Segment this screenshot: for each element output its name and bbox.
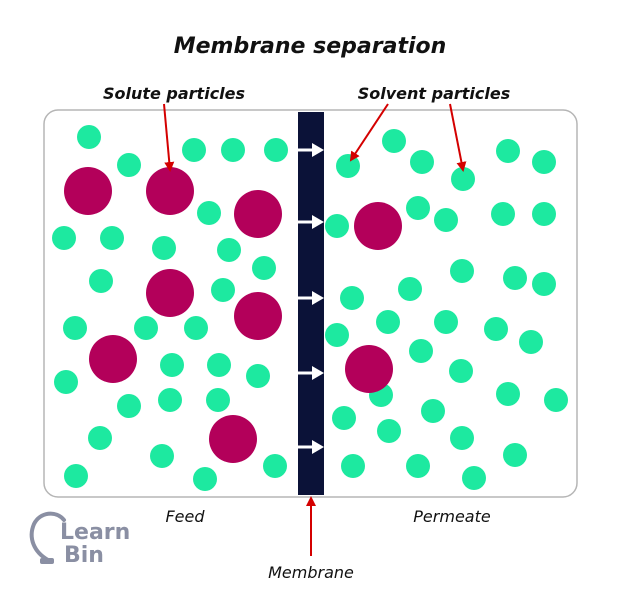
solvent-particle bbox=[336, 154, 360, 178]
solvent-particle bbox=[376, 310, 400, 334]
solvent-particle bbox=[332, 406, 356, 430]
solute-particle bbox=[64, 167, 112, 215]
solute-particle bbox=[345, 345, 393, 393]
logo-line2: Bin bbox=[64, 543, 104, 568]
lightbulb-icon bbox=[29, 511, 66, 562]
solvent-particle bbox=[377, 419, 401, 443]
solvent-particle bbox=[532, 150, 556, 174]
flow-arrows-group bbox=[296, 143, 324, 454]
solvent-particle bbox=[88, 426, 112, 450]
solvent-particle bbox=[134, 316, 158, 340]
flow-arrow-icon bbox=[312, 366, 324, 380]
solvent-particle bbox=[64, 464, 88, 488]
solvent-callout-arrow-right bbox=[449, 103, 467, 172]
solute-particle bbox=[146, 269, 194, 317]
solvent-particle bbox=[434, 310, 458, 334]
flow-arrow-icon bbox=[312, 291, 324, 305]
solvent-particle bbox=[451, 167, 475, 191]
solvent-particle bbox=[252, 256, 276, 280]
solvent-particle bbox=[100, 226, 124, 250]
solvent-particle bbox=[484, 317, 508, 341]
solvent-particle bbox=[217, 238, 241, 262]
solvent-particle bbox=[246, 364, 270, 388]
solvent-particle bbox=[89, 269, 113, 293]
solvent-particle bbox=[409, 339, 433, 363]
solvent-callout-arrow-left bbox=[349, 103, 389, 162]
label-permeate: Permeate bbox=[413, 507, 491, 526]
solvent-particle bbox=[532, 272, 556, 296]
solvent-particle bbox=[449, 359, 473, 383]
flow-arrow-icon bbox=[312, 215, 324, 229]
lightbulb-base-icon bbox=[40, 558, 54, 564]
solvent-particle bbox=[421, 399, 445, 423]
solute-particle bbox=[89, 335, 137, 383]
solvent-particle bbox=[496, 382, 520, 406]
solvent-particle bbox=[193, 467, 217, 491]
solvent-particle bbox=[211, 278, 235, 302]
learnbin-logo: Learn Bin bbox=[29, 511, 130, 568]
solvent-particle bbox=[406, 196, 430, 220]
solvent-particle bbox=[77, 125, 101, 149]
solvent-particle bbox=[117, 153, 141, 177]
solvent-particle bbox=[150, 444, 174, 468]
solute-particle bbox=[354, 202, 402, 250]
solvent-particle bbox=[341, 454, 365, 478]
particles-group bbox=[52, 125, 568, 491]
solvent-particle bbox=[519, 330, 543, 354]
solvent-particle bbox=[503, 443, 527, 467]
solvent-particle bbox=[52, 226, 76, 250]
label-feed: Feed bbox=[165, 507, 205, 526]
membrane-bar bbox=[298, 112, 324, 495]
solute-callout-arrow bbox=[163, 103, 175, 172]
solute-particle bbox=[146, 167, 194, 215]
flow-arrow-icon bbox=[312, 143, 324, 157]
solvent-particle bbox=[503, 266, 527, 290]
solvent-particle bbox=[325, 214, 349, 238]
solvent-particle bbox=[410, 150, 434, 174]
label-membrane: Membrane bbox=[268, 563, 354, 582]
solvent-particle bbox=[197, 201, 221, 225]
diagram-title: Membrane separation bbox=[174, 34, 447, 59]
logo-line1: Learn bbox=[60, 520, 130, 545]
solvent-particle bbox=[152, 236, 176, 260]
solvent-particle bbox=[325, 323, 349, 347]
solvent-particle bbox=[532, 202, 556, 226]
solvent-particle bbox=[496, 139, 520, 163]
solvent-particle bbox=[434, 208, 458, 232]
solvent-particle bbox=[264, 138, 288, 162]
solvent-particle bbox=[406, 454, 430, 478]
solute-particle bbox=[234, 190, 282, 238]
solute-particle bbox=[234, 292, 282, 340]
solvent-particle bbox=[340, 286, 364, 310]
solvent-particle bbox=[263, 454, 287, 478]
solvent-particle bbox=[462, 466, 486, 490]
solvent-particle bbox=[160, 353, 184, 377]
solvent-particle bbox=[382, 129, 406, 153]
flow-arrow-icon bbox=[312, 440, 324, 454]
solvent-particle bbox=[544, 388, 568, 412]
solvent-particle bbox=[491, 202, 515, 226]
solute-particle bbox=[209, 415, 257, 463]
solvent-particle bbox=[398, 277, 422, 301]
solvent-particle bbox=[182, 138, 206, 162]
solvent-particle bbox=[450, 259, 474, 283]
solvent-particle bbox=[158, 388, 182, 412]
label-solute-particles: Solute particles bbox=[103, 84, 245, 103]
solvent-particle bbox=[221, 138, 245, 162]
solvent-particle bbox=[450, 426, 474, 450]
solvent-particle bbox=[207, 353, 231, 377]
label-solvent-particles: Solvent particles bbox=[358, 84, 511, 103]
solvent-particle bbox=[206, 388, 230, 412]
solvent-particle bbox=[63, 316, 87, 340]
solvent-particle bbox=[184, 316, 208, 340]
solvent-particle bbox=[117, 394, 141, 418]
solvent-particle bbox=[54, 370, 78, 394]
